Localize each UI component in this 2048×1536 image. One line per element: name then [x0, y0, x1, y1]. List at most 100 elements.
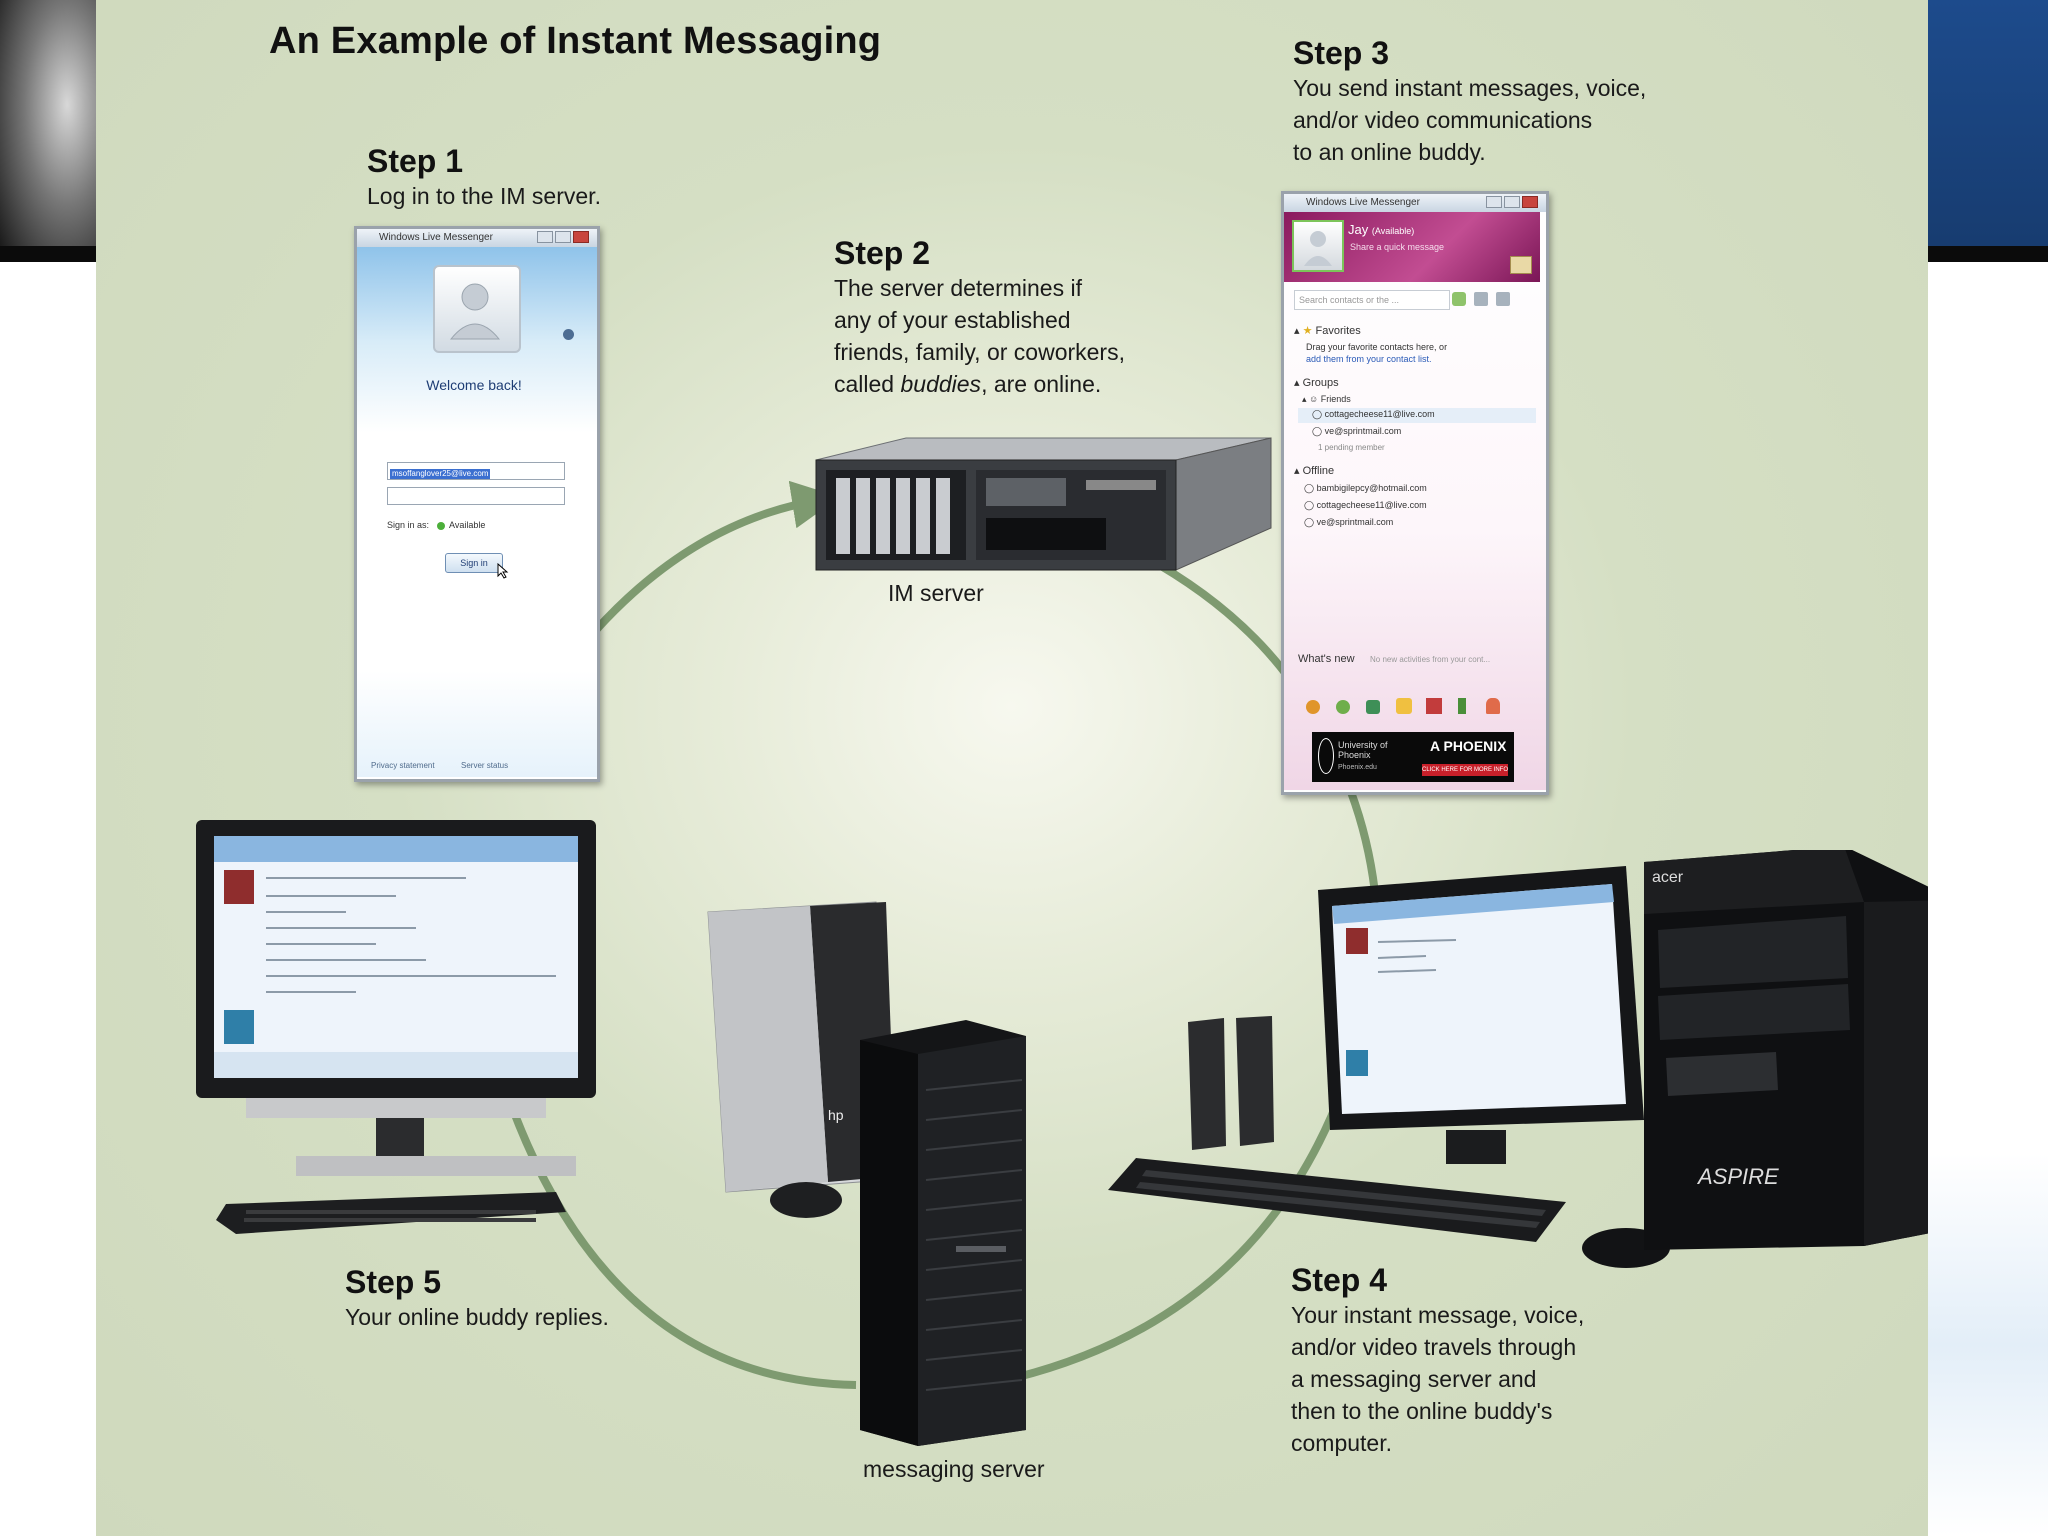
user-icon [1304, 231, 1332, 266]
minimize-icon[interactable] [1486, 196, 1502, 208]
cursor-icon [497, 563, 509, 579]
step1-caption: Step 1 Log in to the IM server. [367, 143, 601, 212]
login-window-body: Welcome back! msoffanglover25@live.com S… [357, 247, 597, 777]
arrow-step1-to-server [593, 480, 840, 633]
contact-online-1[interactable]: ◯ cottagecheese11@live.com [1312, 409, 1435, 419]
step5-caption: Step 5 Your online buddy replies. [345, 1264, 609, 1333]
window-controls [535, 231, 593, 244]
signin-button[interactable]: Sign in [445, 553, 503, 573]
welcome-text: Welcome back! [426, 377, 522, 393]
user-name: Jay [1348, 222, 1369, 237]
contact-online-2[interactable]: ◯ ve@sprintmail.com [1312, 426, 1402, 436]
step4-heading: Step 4 [1291, 1262, 1388, 1298]
contact-email: ve@sprintmail.com [1324, 426, 1402, 436]
contacts-window-titlebar: Windows Live Messenger [1284, 194, 1546, 212]
step4-line3: a messaging server and [1291, 1366, 1537, 1392]
available-status-icon [437, 522, 445, 530]
step2-caption: Step 2 The server determines if any of y… [834, 235, 1125, 400]
background-bar-right [1928, 246, 2048, 262]
background-right [1928, 262, 2048, 1536]
status-dropdown[interactable]: Available [449, 520, 486, 530]
groups-label: Groups [1302, 377, 1339, 389]
signin-as-label: Sign in as: [387, 520, 430, 530]
contact-email: ve@sprintmail.com [1316, 517, 1394, 527]
favorites-label: Favorites [1315, 325, 1361, 337]
search-input[interactable]: Search contacts or the ... [1294, 290, 1450, 310]
login-window-titlebar: Windows Live Messenger [357, 229, 597, 247]
close-icon[interactable] [573, 231, 589, 243]
ad-right-text: A PHOENIX [1430, 738, 1507, 754]
step2-heading: Step 2 [834, 235, 931, 271]
buddy-computer-image: hp [196, 820, 896, 1234]
contact-email: bambigilepcy@hotmail.com [1316, 483, 1427, 493]
step3-line1: You send instant messages, voice, [1293, 75, 1647, 101]
phoenix-logo-icon [1318, 738, 1334, 774]
smile-icon[interactable] [1396, 698, 1412, 714]
step4-line4: then to the online buddy's [1291, 1398, 1553, 1424]
friends-group[interactable]: ▴ ☺ Friends [1302, 394, 1351, 404]
flower-icon[interactable] [1486, 698, 1500, 714]
quick-message[interactable]: Share a quick message [1350, 242, 1445, 252]
groups-header[interactable]: ▴ Groups [1294, 377, 1339, 389]
favorites-link[interactable]: add them from your contact list. [1306, 354, 1432, 364]
step2-line2: any of your established [834, 307, 1071, 333]
messaging-server-image [860, 1020, 1026, 1446]
login-window: Windows Live Messenger Welcome back! mso… [354, 226, 600, 782]
privacy-link[interactable]: Privacy statement [371, 761, 435, 770]
advertisement-banner[interactable]: University of Phoenix Phoenix.edu A PHOE… [1312, 732, 1514, 782]
butterfly-icon[interactable] [1306, 700, 1320, 714]
favorites-group[interactable]: ▴ ★ Favorites [1294, 325, 1361, 337]
step1-text: Log in to the IM server. [367, 183, 601, 209]
avatar[interactable] [1292, 220, 1344, 272]
step2-line4: called buddies, are online. [834, 368, 1125, 400]
step4-line2: and/or video travels through [1291, 1334, 1577, 1360]
diagram-title: An Example of Instant Messaging [269, 20, 882, 62]
email-field[interactable]: msoffanglover25@live.com [387, 462, 565, 480]
gear-icon[interactable] [1366, 700, 1380, 714]
step2-line3: friends, family, or coworkers, [834, 339, 1125, 365]
add-contact-icon[interactable] [1452, 292, 1466, 306]
password-field[interactable] [387, 487, 565, 505]
window-controls [1484, 196, 1542, 209]
whats-new-hint: No new activities from your cont... [1370, 655, 1491, 664]
contact-offline-3[interactable]: ◯ ve@sprintmail.com [1304, 517, 1394, 527]
maximize-icon[interactable] [555, 231, 571, 243]
offline-header[interactable]: ▴ Offline [1294, 465, 1335, 477]
mail-icon[interactable] [1510, 256, 1532, 274]
im-server-label: IM server [888, 580, 984, 606]
ad-cta-button[interactable]: CLICK HERE FOR MORE INFO [1422, 764, 1508, 776]
layout-icon[interactable] [1474, 292, 1488, 306]
close-icon[interactable] [1522, 196, 1538, 208]
person-icon[interactable] [1458, 698, 1466, 714]
diagram-panel: An Example of Instant Messaging Step 1 L… [96, 0, 1928, 1536]
server-status-link[interactable]: Server status [461, 761, 509, 770]
contact-offline-1[interactable]: ◯ bambigilepcy@hotmail.com [1304, 483, 1427, 493]
background-photo [0, 0, 96, 262]
friends-label: Friends [1320, 394, 1351, 404]
options-icon[interactable] [1496, 292, 1510, 306]
step4-caption: Step 4 Your instant message, voice, and/… [1291, 1262, 1584, 1459]
background-blue-band [1928, 0, 2048, 246]
acer-logo: acer [1652, 869, 1684, 886]
ad-left-text: University of Phoenix [1338, 740, 1388, 760]
display-name[interactable]: Jay (Available) [1348, 222, 1414, 237]
step4-line1: Your instant message, voice, [1291, 1302, 1585, 1328]
favorites-hint: Drag your favorite contacts here, or [1306, 342, 1448, 352]
ad-left-sub: Phoenix.edu [1338, 764, 1377, 771]
app-toolbar [1306, 698, 1516, 716]
news-icon[interactable] [1426, 698, 1442, 714]
sender-computer-image: acer ASPIRE [1108, 850, 1928, 1268]
user-status: (Available) [1371, 226, 1415, 236]
contact-offline-2[interactable]: ◯ cottagecheese11@live.com [1304, 500, 1427, 510]
step3-caption: Step 3 You send instant messages, voice,… [1293, 35, 1646, 168]
pending-member[interactable]: 1 pending member [1318, 443, 1385, 452]
step5-heading: Step 5 [345, 1264, 442, 1300]
minimize-icon[interactable] [537, 231, 553, 243]
maximize-icon[interactable] [1504, 196, 1520, 208]
contacts-window: Windows Live Messenger Jay (Available) S… [1281, 191, 1549, 795]
help-icon[interactable] [563, 329, 574, 340]
step2-buddies-term: buddies [900, 371, 982, 397]
contact-email: cottagecheese11@live.com [1316, 500, 1427, 510]
games-icon[interactable] [1336, 700, 1350, 714]
step3-line2: and/or video communications [1293, 107, 1593, 133]
